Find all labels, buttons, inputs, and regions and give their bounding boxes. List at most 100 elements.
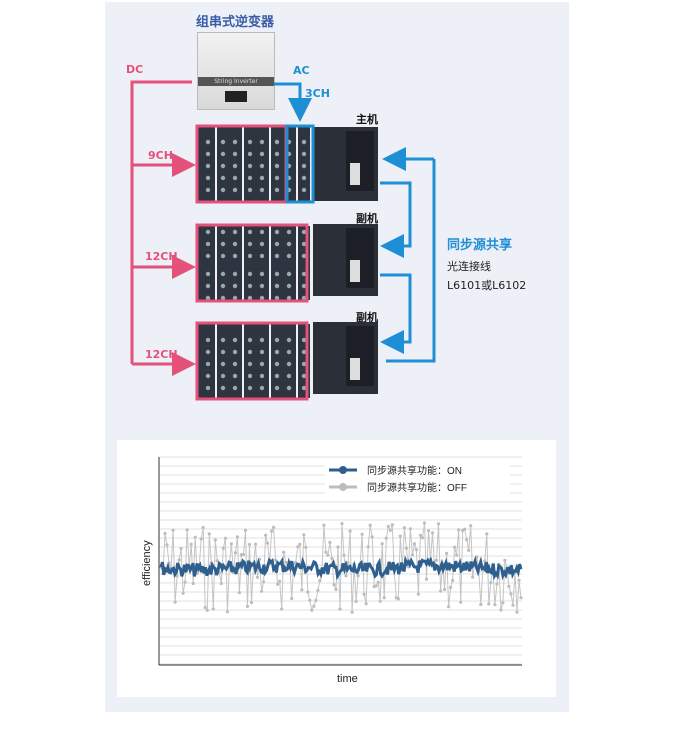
series-off-point (386, 524, 390, 528)
sync-share-title: 同步源共享 (447, 238, 513, 253)
series-off-point (249, 601, 254, 605)
series-off-point (179, 547, 183, 551)
series-off-point (479, 602, 483, 607)
wiring-diagram (130, 80, 436, 401)
inverter-display (225, 91, 247, 102)
series-off-point (296, 545, 300, 549)
series-off-point (378, 599, 382, 603)
series-off-point (266, 541, 270, 545)
series-off-point (191, 581, 195, 586)
series-off-point (328, 540, 332, 544)
series-off-point (434, 558, 439, 562)
series-off-point (340, 522, 344, 526)
series-off-point (368, 523, 372, 527)
series-off-point (350, 610, 354, 614)
dc-label: DC (126, 63, 144, 76)
series-off-point (304, 545, 308, 549)
series-off-point (469, 524, 473, 528)
series-off-point (416, 592, 420, 596)
series-off-point (310, 608, 314, 612)
series-off-point (213, 538, 217, 542)
ac-label: AC (293, 64, 310, 77)
series-off-point (374, 584, 378, 588)
series-off-point (503, 558, 507, 562)
series-off-point (342, 553, 346, 557)
series-off-point (219, 581, 223, 586)
series-off-point (422, 521, 427, 525)
series-off-point (346, 561, 350, 565)
series-off-point (308, 598, 312, 602)
series-off-point (360, 532, 364, 536)
series-off-point (457, 528, 461, 532)
master-label: 主机 (356, 113, 378, 126)
channel-label-12ch-2: 12CH (145, 348, 178, 361)
series-off-point (420, 536, 425, 540)
legend-marker-on (339, 466, 347, 474)
slave-label-2: 副机 (356, 311, 378, 324)
series-off-point (330, 556, 334, 560)
series-off-point (221, 546, 225, 550)
series-off-point (264, 533, 268, 537)
series-off-point (189, 542, 193, 546)
series-off-point (362, 592, 366, 596)
legend-label-off: 同步源共享功能：OFF (367, 481, 467, 494)
series-off-point (211, 607, 215, 611)
series-off-point (384, 536, 388, 540)
series-off-point (201, 525, 205, 530)
series-off-point (489, 581, 493, 585)
series-off-point (465, 538, 469, 542)
series-off-point (344, 574, 348, 578)
efficiency-plot: 同步源共享功能：ON 同步源共享功能：OFF time efficiency (141, 456, 523, 685)
series-off-point (418, 533, 422, 537)
series-off-point (430, 531, 435, 535)
series-off-point (260, 589, 264, 593)
series-off-point (245, 604, 250, 608)
series-off-point (459, 600, 463, 604)
series-off-point (243, 528, 248, 532)
legend-marker-off (339, 483, 347, 491)
series-off-point (424, 577, 429, 581)
slave-unit-2 (195, 321, 378, 401)
series-off-point (324, 550, 328, 554)
series-off-point (447, 605, 451, 609)
series-off-point (517, 578, 521, 582)
series-off-point (354, 599, 358, 604)
inverter-label: String Inverter (198, 77, 274, 86)
legend-label-on: 同步源共享功能：ON (367, 464, 462, 477)
series-off-point (515, 610, 519, 614)
series-off-point (334, 587, 338, 591)
series-off-point (445, 551, 449, 555)
series-off-point (370, 535, 374, 539)
series-off-point (302, 533, 306, 537)
series-off-point (455, 553, 459, 557)
series-off-point (471, 575, 475, 579)
series-off-point (475, 555, 479, 559)
series-off-point (225, 610, 229, 614)
series-off-point (493, 603, 497, 607)
series-off-point (495, 582, 499, 586)
series-off-point (404, 546, 408, 550)
series-off-point (336, 545, 340, 549)
cable-model-label: L6101或L6102 (447, 279, 527, 292)
series-off-point (338, 607, 342, 611)
channel-label-12ch-1: 12CH (145, 250, 178, 263)
series-off-point (193, 535, 197, 539)
series-off-point (332, 583, 336, 587)
series-off-point (284, 560, 288, 564)
series-off-point (519, 596, 523, 600)
optical-cable-label: 光连接线 (447, 260, 491, 273)
series-off-point (451, 578, 455, 583)
series-off-point (408, 527, 412, 531)
series-off-point (326, 553, 330, 557)
efficiency-chart: 同步源共享功能：ON 同步源共享功能：OFF time efficiency (117, 440, 556, 697)
series-off-point (396, 597, 400, 601)
slave-label-1: 副机 (356, 212, 378, 225)
series-off-point (376, 580, 380, 584)
series-off-point (439, 589, 443, 593)
series-off-point (171, 528, 175, 532)
series-off-point (207, 532, 211, 536)
series-off-point (398, 534, 402, 538)
string-inverter-device: String Inverter (197, 32, 275, 110)
chart-legend (325, 460, 510, 498)
series-off-point (388, 528, 392, 532)
